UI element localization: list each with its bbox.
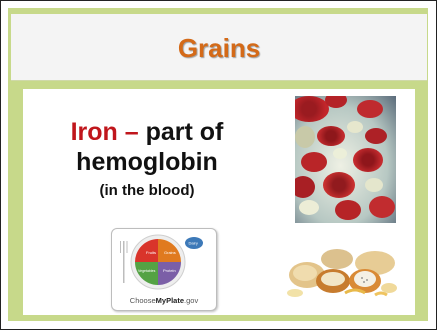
myplate-label: ChooseMyPlate.gov <box>129 296 199 305</box>
blood-cells-image <box>295 96 396 223</box>
headline: Iron – part of hemoglobin (in the blood) <box>37 117 257 204</box>
headline-line-3: (in the blood) <box>99 182 195 199</box>
headline-dash: – <box>117 118 146 146</box>
headline-line-1-rest: part of <box>145 118 224 146</box>
svg-text:Vegetables: Vegetables <box>138 269 156 273</box>
svg-text:Dairy: Dairy <box>189 241 198 246</box>
svg-text:Fruits: Fruits <box>146 250 156 255</box>
grain-foods-graphic <box>287 249 397 297</box>
svg-text:Protein: Protein <box>163 268 176 273</box>
iron-word: Iron <box>70 118 118 146</box>
svg-text:Grains: Grains <box>164 250 176 255</box>
grain-foods-image <box>285 233 399 303</box>
headline-line-2: hemoglobin <box>76 148 218 176</box>
title-bar: Grains <box>11 14 427 81</box>
myplate-graphic: Fruits Grains Vegetables Protein Dairy <box>120 234 203 290</box>
myplate-logo-image: Fruits Grains Vegetables Protein Dairy C… <box>111 228 217 311</box>
headline-line-1: Iron – part of <box>37 117 257 147</box>
slide-title: Grains <box>177 33 261 63</box>
